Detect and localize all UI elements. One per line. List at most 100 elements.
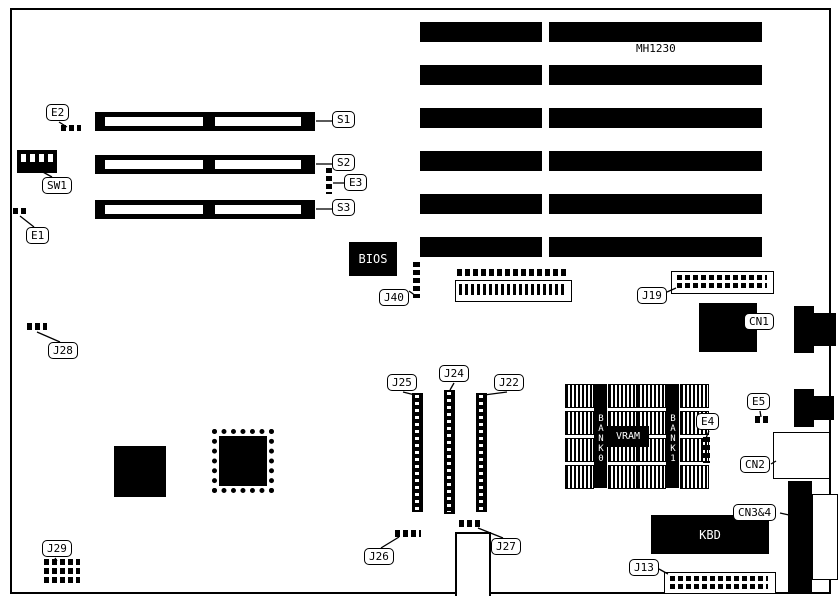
label-j28: J28 [48,342,78,359]
slot-key-gap [542,22,549,42]
header-j29-row [44,577,80,583]
memory-chip [565,384,594,408]
expansion-slot-1 [420,22,762,42]
label-j40: J40 [379,289,409,306]
memory-chip [608,465,637,489]
label-j13: J13 [629,559,659,576]
header-j19 [671,271,774,294]
label-e3: E3 [344,174,368,191]
expansion-slot-6 [420,237,762,257]
simm-contacts [447,392,451,512]
slot-contact [215,205,301,214]
label-e2: E2 [46,104,70,121]
label-cn3-4: CN3&4 [733,504,777,521]
label-e4: E4 [696,413,720,430]
edge-connector-cn3-4 [788,481,812,592]
jumper-e3-pins [326,168,332,194]
simm-socket-j25 [412,393,423,512]
jumper-j26-pins [395,530,421,537]
label-s1: S1 [332,111,356,128]
label-e1: E1 [26,227,50,244]
connector-cn2 [773,432,830,479]
header-j29-row [44,568,80,574]
slot-s1 [95,112,315,131]
label-s2: S2 [332,154,356,171]
board-notch [455,532,491,596]
memory-chip [637,384,666,408]
label-sw1: SW1 [42,177,72,194]
edge-connector-cn1 [794,306,814,353]
label-e5: E5 [747,393,771,410]
memory-chip [565,465,594,489]
label-cn1: CN1 [744,313,774,330]
edge-connector-cn3-4-shell [812,494,838,580]
vram-label-box: VRAM [607,426,649,447]
expansion-slot-4 [420,151,762,171]
dip-switch-pole [21,154,26,162]
edge-connector-mid [794,389,814,427]
memory-chip [637,465,666,489]
slot-key-gap [542,108,549,128]
slot-contact [105,205,203,214]
header-pin-row [670,576,768,581]
jumper-e4-pins [703,437,710,463]
slot-key-gap [542,237,549,257]
bank0-label-strip: BANK0 [594,384,607,488]
connector-footprint-pins [457,269,569,276]
header-j29-row [44,559,80,565]
jumper-e1-pins [13,208,29,214]
memory-chip [608,384,637,408]
dip-switch-pole [39,154,44,162]
edge-connector-mid-shell [814,396,834,420]
jumper-e5-pins [755,416,769,423]
label-j29: J29 [42,540,72,557]
slot-key-gap [542,194,549,214]
header-pin-row [677,275,767,280]
label-j25: J25 [387,374,417,391]
jumper-e2-pins [61,125,81,131]
memory-chip [565,438,594,462]
memory-chip [680,384,709,408]
qfp-chip [212,429,274,493]
label-cn2: CN2 [740,456,770,473]
label-j22: J22 [494,374,524,391]
label-j24: J24 [439,365,469,382]
header-pin-row [677,283,767,288]
part-number: MH1230 [636,42,676,55]
header-j13 [664,572,776,594]
memory-chip [680,465,709,489]
header-pin-row [670,584,768,589]
asic-chip [114,446,166,497]
slot-contact [105,117,203,126]
slot-s3 [95,200,315,219]
connector-contacts [459,284,565,295]
bank1-label-strip: BANK1 [666,384,679,488]
dip-switch-pole [30,154,35,162]
simm-contacts [479,395,483,510]
bios-chip: BIOS [349,242,397,276]
slot-contact [215,160,301,169]
slot-s2 [95,155,315,174]
slot-key-gap [542,65,549,85]
simm-contacts [415,395,419,510]
connector-footprint [455,280,572,302]
label-j27: J27 [491,538,521,555]
slot-contact [215,117,301,126]
header-j40-pins [413,262,420,298]
header-j27-pins [459,520,481,527]
simm-socket-j24 [444,390,455,514]
slot-contact [105,160,203,169]
dip-switch-sw1 [17,150,57,173]
label-j26: J26 [364,548,394,565]
keyboard-chip-kbd: KBD [651,515,769,554]
slot-key-gap [542,151,549,171]
edge-connector-cn1-shell [814,313,836,346]
jumper-j28-pins [27,323,47,330]
expansion-slot-2 [420,65,762,85]
label-s3: S3 [332,199,356,216]
expansion-slot-5 [420,194,762,214]
simm-socket-j22 [476,393,487,512]
memory-bank0: BANK0 [565,384,637,490]
label-j19: J19 [637,287,667,304]
